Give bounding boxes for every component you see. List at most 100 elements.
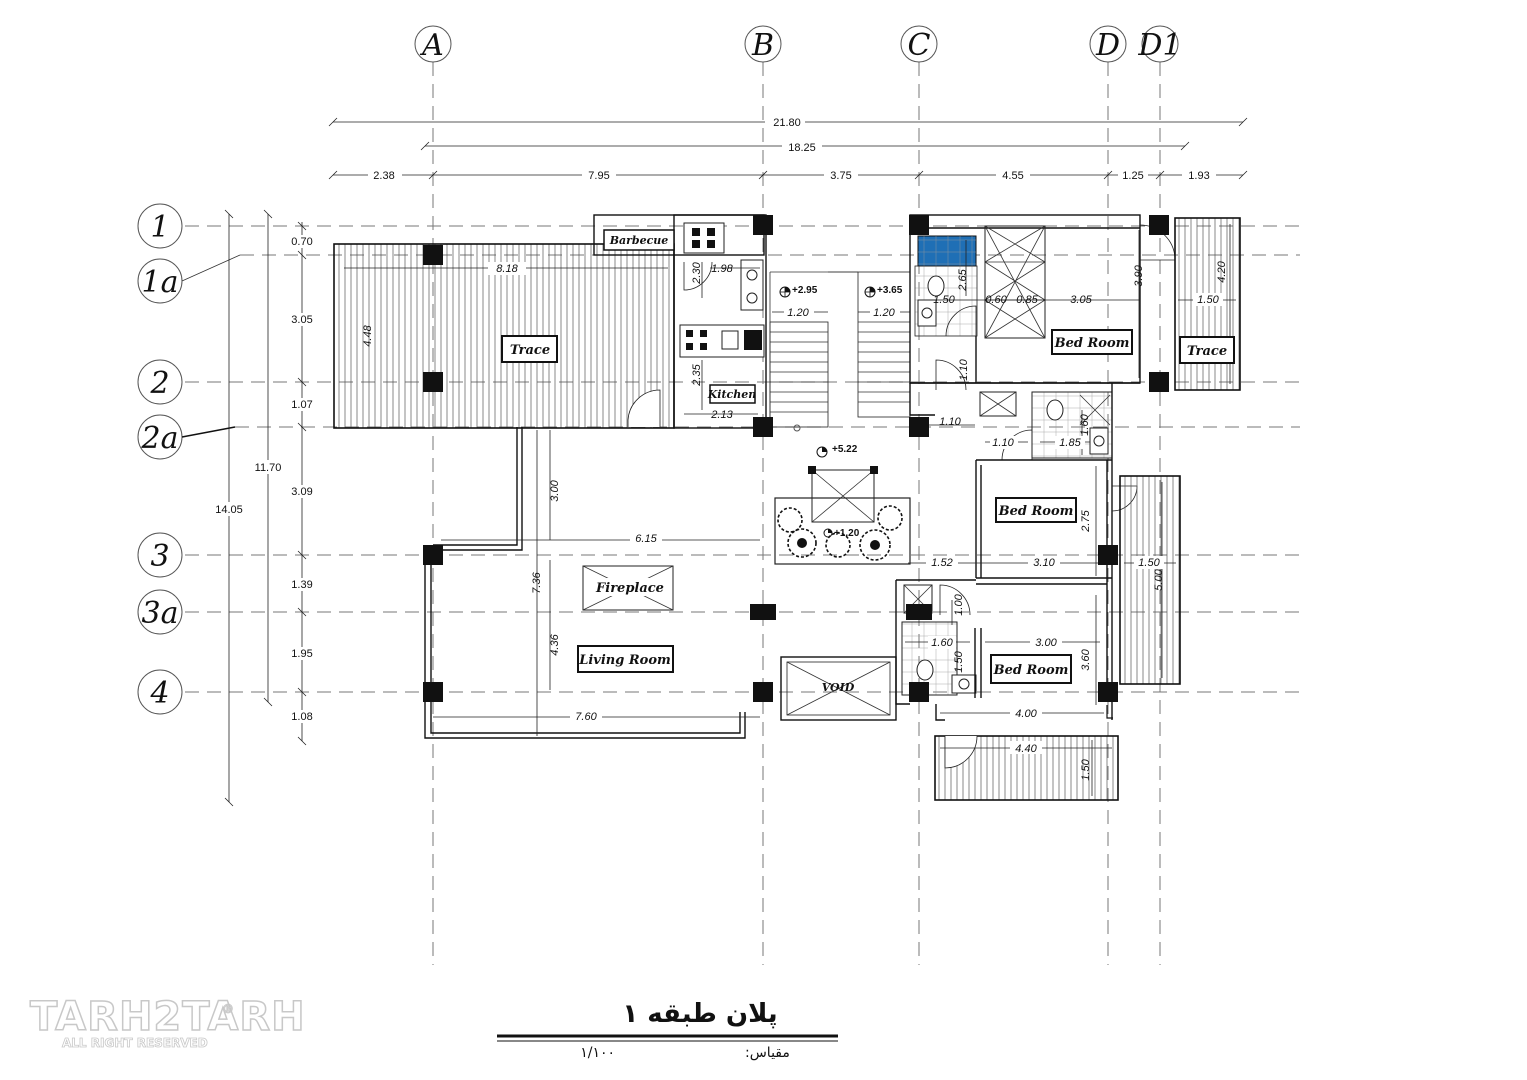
- dim-south-balcony-width: 4.40: [1015, 743, 1037, 755]
- dim-overall-width: 21.80: [773, 117, 801, 129]
- dim-top-seg-6: 1.93: [1188, 170, 1209, 182]
- axis-row-2a: 2a: [141, 421, 179, 456]
- axis-row-4: 4: [149, 676, 169, 711]
- dim-bath-lower-depth: 1.00: [953, 593, 965, 615]
- dim-wc-depth: 1.60: [1079, 413, 1091, 435]
- axis-row-2: 2: [149, 366, 169, 401]
- axis-col-c: C: [908, 28, 931, 63]
- dim-living-width-upper: 6.15: [635, 533, 657, 545]
- dim-left-seg-2: 3.05: [291, 314, 312, 326]
- axis-row-1a: 1a: [142, 265, 179, 300]
- room-label-bedroom-3: Bed Room: [993, 663, 1069, 678]
- axis-row-1: 1: [150, 210, 169, 245]
- dim-east-trace-width: 1.50: [1197, 294, 1219, 306]
- bedroom-3-block: [895, 579, 1113, 721]
- dim-left-seg-4: 3.09: [291, 486, 312, 498]
- scale-label: مقیاس:: [745, 1045, 790, 1061]
- dim-east-trace-depth: 4.20: [1216, 260, 1228, 282]
- dim-left-overall: 14.05: [215, 504, 243, 516]
- dim-closet-b: 0.85: [1016, 294, 1038, 306]
- top-segment-labels: 2.38 7.95 3.75 4.55 1.25 1.93: [368, 168, 1216, 182]
- dim-bath-top-depth: 2.65: [957, 268, 969, 291]
- dim-barbecue-width: 1.98: [711, 263, 733, 275]
- east-balcony: [1119, 475, 1181, 685]
- dim-left-seg-7: 1.08: [291, 711, 312, 723]
- dim-bedroom2-width: 3.10: [1033, 557, 1055, 569]
- dim-living-depth-total: 7.36: [531, 571, 543, 593]
- dim-inner-width: 18.25: [788, 142, 816, 154]
- room-label-kitchen: Kitchen: [707, 388, 757, 401]
- dim-barbecue-depth: 2.30: [691, 261, 703, 284]
- dim-balcony-length: 5.00: [1153, 568, 1165, 590]
- dim-bedroom2-depth: 2.75: [1080, 509, 1092, 532]
- dim-closet-a: 0.60: [985, 294, 1007, 306]
- watermark-rights: ALL RIGHT RESERVED: [62, 1036, 208, 1050]
- dim-bedroom3-width: 3.00: [1035, 637, 1057, 649]
- room-label-barbecue: Barbecue: [609, 234, 669, 247]
- dim-bedroom3-depth: 3.60: [1080, 648, 1092, 670]
- room-label-trace-west: Trace: [510, 343, 550, 358]
- barbecue-kitchen-block: [593, 214, 767, 429]
- dim-left-inner: 11.70: [255, 462, 282, 474]
- row-axis-bubbles: 1 1a 2 2a 3 3a 4: [137, 203, 241, 715]
- room-label-bedroom-2: Bed Room: [998, 504, 1074, 519]
- dim-top-seg-5: 1.25: [1122, 170, 1143, 182]
- dim-living-depth-lower: 4.36: [549, 633, 561, 655]
- level-patio: +1.20: [834, 528, 860, 539]
- dim-kitchen-depth: 2.35: [691, 363, 703, 386]
- watermark-logo: TARH2TARH ® ALL RIGHT RESERVED: [29, 993, 306, 1050]
- axis-col-d: D: [1095, 28, 1120, 63]
- living-room-outline: [424, 427, 760, 739]
- axis-col-a: A: [419, 28, 444, 63]
- dim-hall-door: 1.10: [939, 416, 961, 428]
- dim-bedroom1-depth: 3.90: [1133, 264, 1145, 286]
- dim-south-width: 4.00: [1015, 708, 1037, 720]
- dim-trace-depth: 4.48: [362, 324, 374, 346]
- dim-south-balcony-depth: 1.50: [1080, 758, 1092, 780]
- dim-bedroom2-hall: 1.52: [931, 557, 952, 569]
- room-label-trace-east: Trace: [1187, 344, 1227, 359]
- room-label-living-room: Living Room: [578, 653, 671, 668]
- dim-bedroom1-width: 3.05: [1070, 294, 1092, 306]
- dim-left-seg-1: 0.70: [291, 236, 312, 248]
- dim-top-seg-2: 7.95: [588, 170, 609, 182]
- structural-columns: [423, 215, 1169, 702]
- axis-col-b: B: [751, 28, 774, 63]
- dim-balcony-width: 1.50: [1138, 557, 1160, 569]
- dim-left-seg-3: 1.07: [291, 399, 312, 411]
- watermark-registered-icon: ®: [222, 1002, 234, 1016]
- dim-bath-lower-inner: 1.50: [953, 650, 965, 672]
- room-label-void: VOID: [822, 681, 855, 694]
- dim-living-depth-upper: 3.00: [549, 479, 561, 501]
- watermark-brand: TARH2TARH: [30, 994, 306, 1040]
- dim-trace-width: 8.18: [496, 263, 518, 275]
- dim-top-seg-3: 3.75: [830, 170, 851, 182]
- dim-left-seg-5: 1.39: [291, 579, 312, 591]
- dim-top-seg-1: 2.38: [373, 170, 394, 182]
- dim-hall-width: 1.10: [958, 358, 970, 380]
- dim-wc-width: 1.85: [1059, 437, 1081, 449]
- axis-col-d1: D1: [1137, 28, 1181, 63]
- column-axis-bubbles: A B C D D1: [414, 25, 1182, 63]
- north-east-block: [909, 214, 1176, 384]
- left-segment-labels: 0.70 3.05 1.07 3.09 1.39 1.95 1.08: [286, 235, 318, 723]
- scale-value: ۱/۱۰۰: [580, 1045, 615, 1061]
- dim-living-width-lower: 7.60: [575, 711, 597, 723]
- dim-bath-top-width: 1.50: [933, 294, 955, 306]
- dim-bath-lower-width: 1.60: [931, 637, 953, 649]
- drawing-title: پلان طبقه ۱: [622, 999, 777, 1029]
- dim-stair-right: 1.20: [873, 307, 895, 319]
- room-label-bedroom-1: Bed Room: [1054, 336, 1130, 351]
- level-stair-left: +2.95: [792, 285, 818, 296]
- dim-left-seg-6: 1.95: [291, 648, 312, 660]
- level-patio-top: +5.22: [832, 444, 858, 455]
- dim-corridor-width: 1.10: [992, 437, 1014, 449]
- patio-courtyard: [774, 446, 911, 565]
- dim-kitchen-width: 2.13: [710, 409, 733, 421]
- dim-top-seg-4: 4.55: [1002, 170, 1023, 182]
- dim-stair-left: 1.20: [787, 307, 809, 319]
- room-label-fireplace: Fireplace: [595, 581, 664, 596]
- axis-row-3a: 3a: [142, 596, 179, 631]
- axis-row-3: 3: [150, 539, 169, 574]
